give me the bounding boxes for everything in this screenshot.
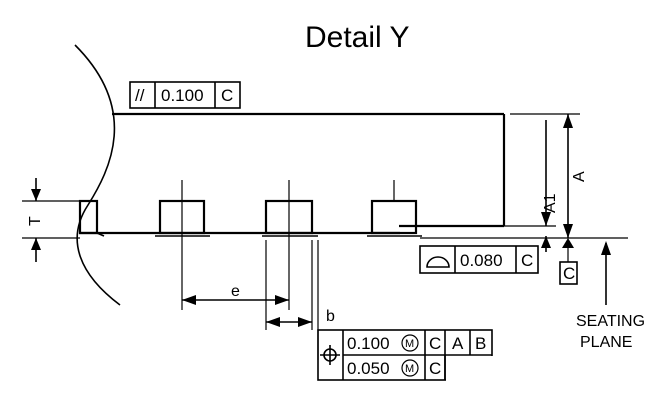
- position-row2-modifier: M: [405, 363, 414, 375]
- position-row1-datum: C: [429, 334, 441, 353]
- ball-width-label: b: [326, 308, 335, 325]
- position-row1-tolerance: 0.100: [347, 334, 390, 353]
- seating-label-line2: PLANE: [580, 334, 632, 351]
- position-row1-modifier: M: [405, 338, 414, 350]
- mmc-modifier-icon: [401, 334, 419, 352]
- position-row2-datum: C: [429, 359, 441, 378]
- position-symbol-icon: [320, 345, 340, 365]
- thickness-dimension: [22, 178, 80, 262]
- profile-surface-icon: [426, 256, 450, 268]
- leader-arrow: [601, 241, 611, 255]
- parallelism-symbol: //: [135, 86, 145, 105]
- coplanarity-datum: C: [521, 251, 533, 270]
- datum-c-feature: [559, 248, 578, 285]
- package-body: [79, 112, 506, 235]
- position-frame: [317, 329, 493, 381]
- coplanarity-tolerance: 0.080: [460, 251, 503, 270]
- position-row1-datum: A: [452, 334, 464, 353]
- detail-title: Detail Y: [305, 21, 410, 54]
- standoff-label: A1: [542, 193, 559, 213]
- seating-label-line1: SEATING: [576, 313, 645, 330]
- pitch-dimension: [182, 295, 289, 305]
- parallelism-tolerance: 0.100: [161, 86, 204, 105]
- pitch-label: e: [231, 283, 240, 300]
- height-dimension: [504, 113, 580, 252]
- mmc-modifier-icon: [401, 359, 419, 377]
- coplanarity-frame: [419, 245, 539, 274]
- height-label: A: [571, 171, 588, 182]
- pad: [78, 199, 105, 237]
- thickness-label: T: [27, 216, 44, 226]
- pad: [367, 199, 422, 237]
- parallelism-datum: C: [221, 86, 233, 105]
- position-row1-datum: B: [475, 334, 486, 353]
- parallelism-frame: [129, 81, 241, 109]
- position-row2-tolerance: 0.050: [347, 359, 390, 378]
- pad: [262, 199, 318, 237]
- seating-plane-marker: [562, 238, 574, 248]
- detail-break-curve: [74, 44, 121, 306]
- datum-c-label: C: [563, 264, 575, 283]
